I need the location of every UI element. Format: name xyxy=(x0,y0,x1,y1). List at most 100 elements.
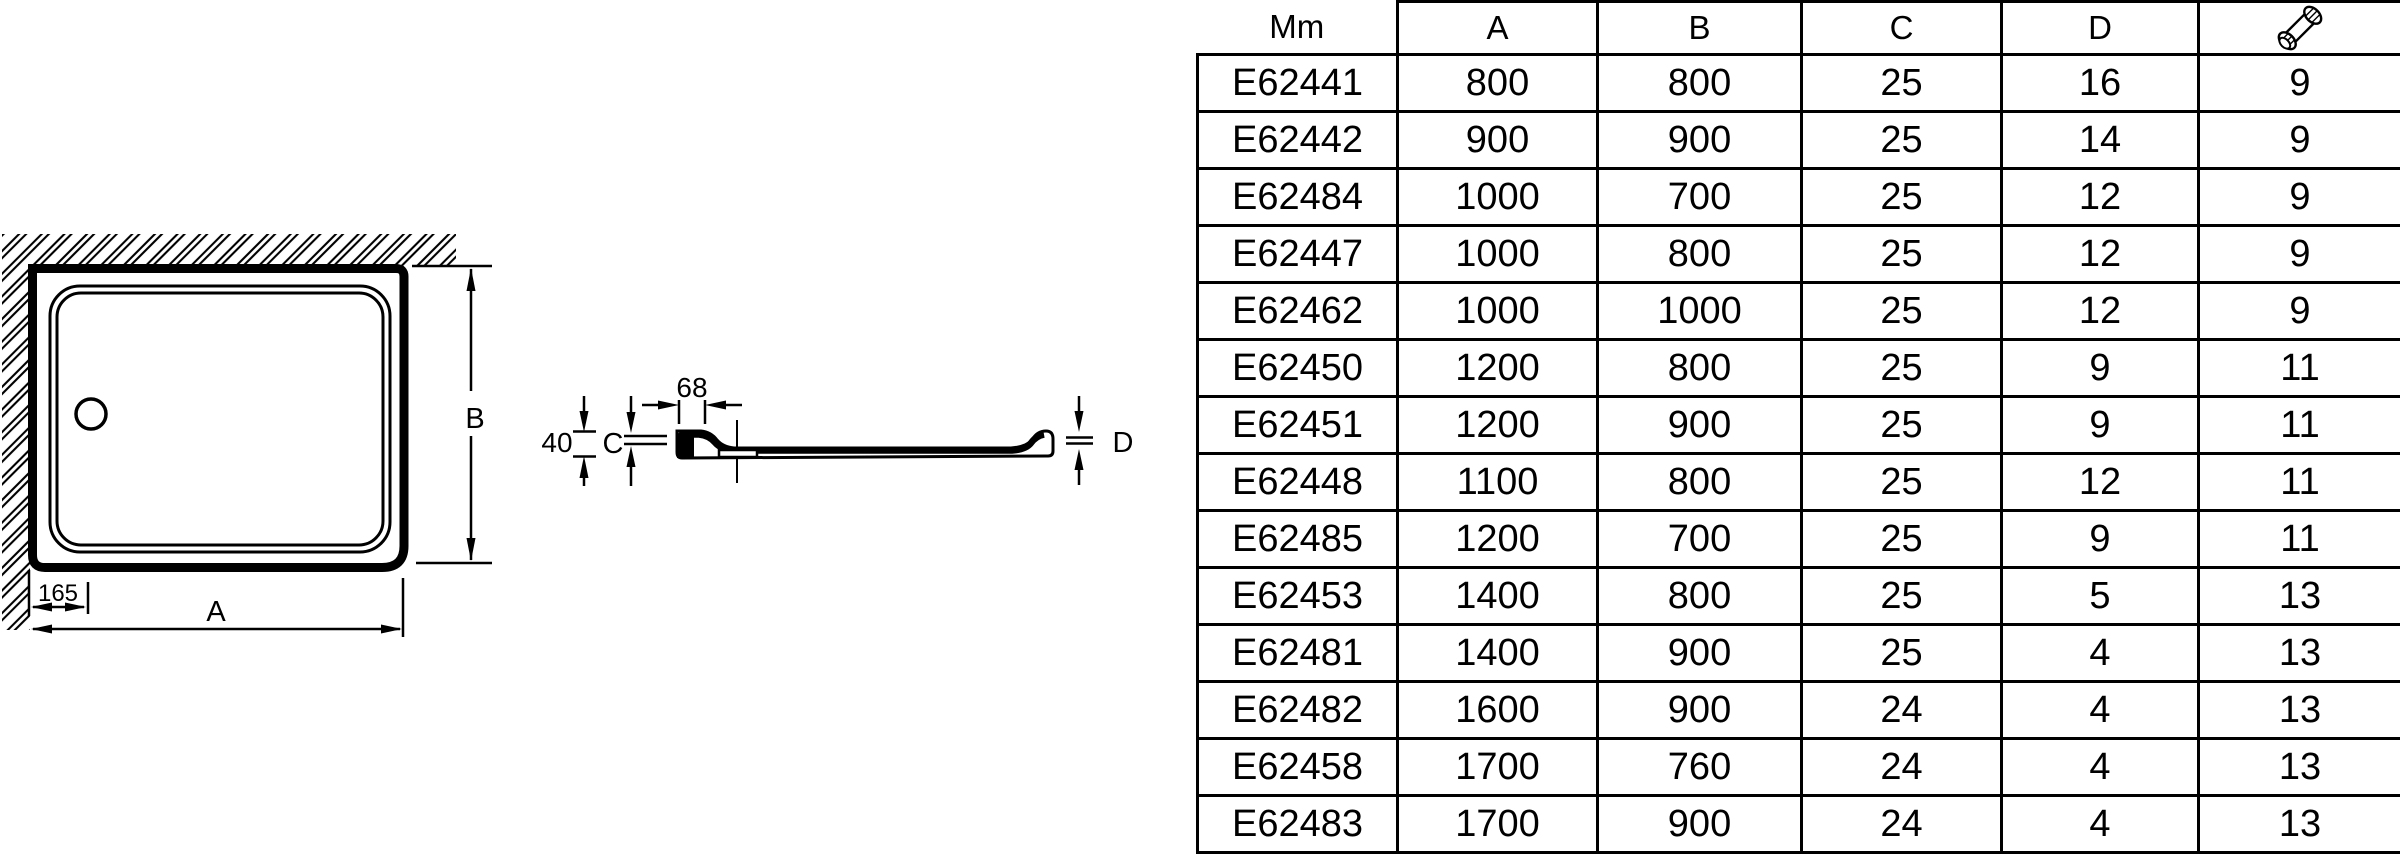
dimension-value-cell: 13 xyxy=(2199,739,2400,796)
dimension-value-cell: 900 xyxy=(1398,112,1598,169)
dimension-value-cell: 9 xyxy=(2199,112,2400,169)
dimension-value-cell: 9 xyxy=(2002,397,2199,454)
dimension-value-cell: 800 xyxy=(1598,340,1802,397)
product-code-cell: E62483 xyxy=(1198,796,1398,853)
dimensions-table: Mm A B C D xyxy=(1196,0,2400,854)
dimension-value-cell: 4 xyxy=(2002,739,2199,796)
dimension-value-cell: 12 xyxy=(2002,169,2199,226)
technical-drawing: B 165 A xyxy=(0,0,1190,853)
dimension-value-cell: 12 xyxy=(2002,283,2199,340)
dimension-value-cell: 25 xyxy=(1802,55,2002,112)
dimension-value-cell: 24 xyxy=(1802,796,2002,853)
product-code-cell: E62484 xyxy=(1198,169,1398,226)
product-code-cell: E62462 xyxy=(1198,283,1398,340)
dimension-value-cell: 760 xyxy=(1598,739,1802,796)
dimension-value-cell: 13 xyxy=(2199,625,2400,682)
dimension-value-cell: 1700 xyxy=(1398,739,1598,796)
dimension-value-cell: 1000 xyxy=(1598,283,1802,340)
dimension-value-cell: 1000 xyxy=(1398,226,1598,283)
product-code-cell: E62441 xyxy=(1198,55,1398,112)
dimension-value-cell: 4 xyxy=(2002,625,2199,682)
dimension-value-cell: 4 xyxy=(2002,682,2199,739)
dimension-value-cell: 4 xyxy=(2002,796,2199,853)
col-header-b: B xyxy=(1598,2,1802,55)
dimension-value-cell: 25 xyxy=(1802,568,2002,625)
dimension-value-cell: 25 xyxy=(1802,283,2002,340)
dimension-value-cell: 11 xyxy=(2199,454,2400,511)
table-header-row: Mm A B C D xyxy=(1198,2,2400,55)
dimension-value-cell: 900 xyxy=(1598,112,1802,169)
dimension-value-cell: 13 xyxy=(2199,796,2400,853)
dimension-value-cell: 25 xyxy=(1802,511,2002,568)
col-header-d: D xyxy=(2002,2,2199,55)
dimension-value-cell: 1400 xyxy=(1398,625,1598,682)
dimension-value-cell: 16 xyxy=(2002,55,2199,112)
profile-left-lip xyxy=(677,431,694,458)
col-header-mm: Mm xyxy=(1198,2,1398,55)
plan-view: B 165 A xyxy=(2,234,493,637)
dimension-value-cell: 5 xyxy=(2002,568,2199,625)
profile-basin-surface xyxy=(692,435,1044,451)
dimension-d xyxy=(1066,396,1093,485)
dimension-value-cell: 25 xyxy=(1802,169,2002,226)
col-header-c: C xyxy=(1802,2,2002,55)
dimension-value-cell: 9 xyxy=(2199,169,2400,226)
label-a: A xyxy=(206,596,226,628)
dimension-value-cell: 1100 xyxy=(1398,454,1598,511)
dimension-value-cell: 1200 xyxy=(1398,340,1598,397)
dimension-value-cell: 25 xyxy=(1802,454,2002,511)
label-165: 165 xyxy=(38,580,78,607)
dimension-value-cell: 11 xyxy=(2199,397,2400,454)
drain-hole xyxy=(76,399,106,429)
dimension-value-cell: 12 xyxy=(2002,454,2199,511)
dimension-value-cell: 800 xyxy=(1598,55,1802,112)
dimension-value-cell: 13 xyxy=(2199,568,2400,625)
col-header-weight xyxy=(2199,2,2400,55)
dimension-value-cell: 1400 xyxy=(1398,568,1598,625)
label-b: B xyxy=(465,403,484,435)
dimension-value-cell: 1200 xyxy=(1398,511,1598,568)
drain-boss xyxy=(719,450,757,457)
dimension-value-cell: 9 xyxy=(2002,511,2199,568)
dimension-value-cell: 9 xyxy=(2199,226,2400,283)
dimension-value-cell: 25 xyxy=(1802,112,2002,169)
product-code-cell: E62451 xyxy=(1198,397,1398,454)
dimension-value-cell: 1000 xyxy=(1398,169,1598,226)
product-code-cell: E62448 xyxy=(1198,454,1398,511)
dimension-value-cell: 900 xyxy=(1598,796,1802,853)
product-code-cell: E62482 xyxy=(1198,682,1398,739)
dimension-value-cell: 9 xyxy=(2002,340,2199,397)
label-68: 68 xyxy=(676,372,707,403)
product-code-cell: E62485 xyxy=(1198,511,1398,568)
dimension-value-cell: 13 xyxy=(2199,682,2400,739)
dimension-value-cell: 11 xyxy=(2199,511,2400,568)
dimension-40 xyxy=(573,396,596,486)
dimension-68 xyxy=(642,400,742,424)
dimension-value-cell: 25 xyxy=(1802,625,2002,682)
dimension-value-cell: 700 xyxy=(1598,511,1802,568)
dimension-value-cell: 14 xyxy=(2002,112,2199,169)
dimension-value-cell: 800 xyxy=(1598,568,1802,625)
label-d: D xyxy=(1113,427,1134,459)
product-code-cell: E62442 xyxy=(1198,112,1398,169)
product-code-cell: E62458 xyxy=(1198,739,1398,796)
weight-icon xyxy=(2268,3,2332,53)
dimension-value-cell: 1000 xyxy=(1398,283,1598,340)
product-code-cell: E62453 xyxy=(1198,568,1398,625)
dimension-value-cell: 700 xyxy=(1598,169,1802,226)
product-code-cell: E62450 xyxy=(1198,340,1398,397)
dimension-value-cell: 900 xyxy=(1598,682,1802,739)
dimension-value-cell: 1700 xyxy=(1398,796,1598,853)
dimension-value-cell: 800 xyxy=(1598,454,1802,511)
